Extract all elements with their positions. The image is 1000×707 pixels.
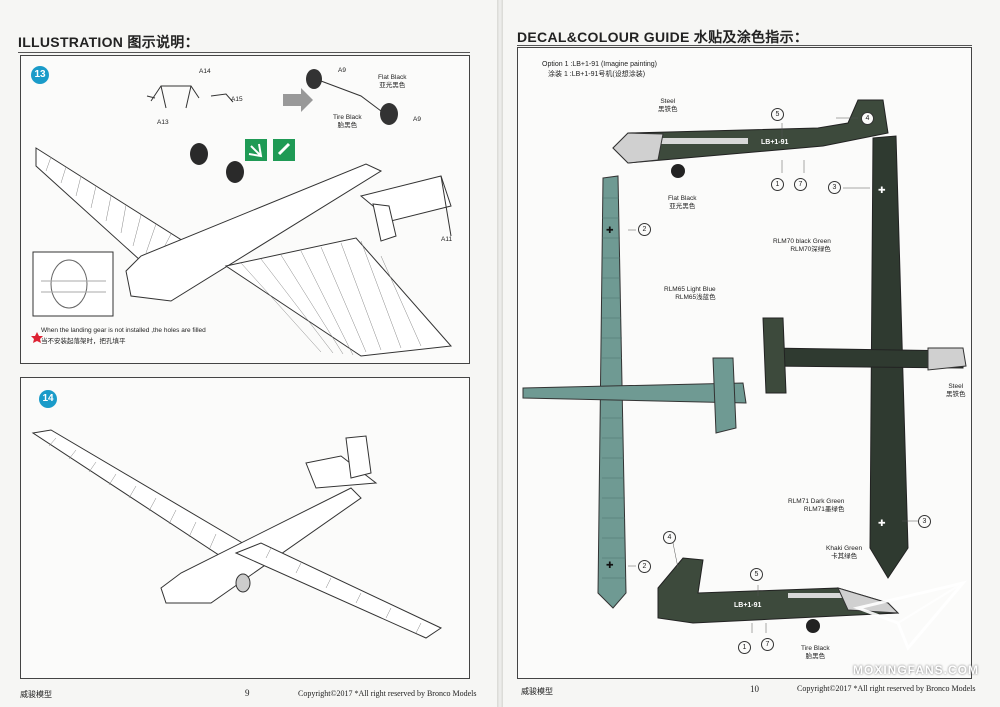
svg-text:✚: ✚ xyxy=(878,518,886,528)
step-14-badge: 14 xyxy=(39,390,57,408)
step-14-drawing xyxy=(31,429,443,639)
left-footer-brand: 威骏模型 xyxy=(20,690,52,699)
step-13-panel: 13 xyxy=(20,55,470,364)
step-13-drawing xyxy=(31,69,453,357)
callout-5-top: 5 xyxy=(771,108,784,121)
page-gutter xyxy=(497,0,503,707)
svg-text:✚: ✚ xyxy=(878,185,886,195)
callout-4-top: 4 xyxy=(861,112,874,125)
right-footer-brand: 威骏模型 xyxy=(521,687,553,696)
callout-7-bottom: 7 xyxy=(761,638,774,651)
right-copyright: Copyright©2017 *All right reserved by Br… xyxy=(797,684,976,693)
left-page-number: 9 xyxy=(245,688,250,698)
landing-gear-note-en: When the landing gear is not installed ,… xyxy=(41,327,206,334)
right-page-number: 10 xyxy=(750,684,759,694)
left-copyright: Copyright©2017 *All right reserved by Br… xyxy=(298,689,477,698)
option-en: Option 1 :LB+1-91 (Imagine painting) xyxy=(542,61,657,68)
step-13-badge: 13 xyxy=(31,66,49,84)
paper-plane-watermark-icon xyxy=(852,580,968,651)
callout-2-top: 2 xyxy=(638,223,651,236)
part-a9-top: A9 xyxy=(338,67,346,74)
illustration-heading: ILLUSTRATION 图示说明： xyxy=(18,34,199,50)
callout-3-top: 3 xyxy=(828,181,841,194)
heading-rule xyxy=(18,52,470,53)
callout-1-bottom: 1 xyxy=(738,641,751,654)
callout-2-bottom: 2 xyxy=(638,560,651,573)
svg-text:✚: ✚ xyxy=(606,225,614,235)
right-page: DECAL&COLOUR GUIDE 水贴及涂色指示： Option 1 :LB… xyxy=(503,0,1000,707)
heading-rule-right xyxy=(517,45,972,46)
part-a15: A15 xyxy=(231,96,243,103)
callout-7-top: 7 xyxy=(794,178,807,191)
callout-4-bottom: 4 xyxy=(663,531,676,544)
left-page: ILLUSTRATION 图示说明： 13 xyxy=(0,0,497,707)
callout-5-bottom: 5 xyxy=(750,568,763,581)
callout-3-bottom: 3 xyxy=(918,515,931,528)
decal-heading: DECAL&COLOUR GUIDE 水贴及涂色指示： xyxy=(517,29,809,45)
part-a14: A14 xyxy=(199,68,211,75)
callout-1-top: 1 xyxy=(771,178,784,191)
part-a9-bottom: A9 xyxy=(413,116,421,123)
registration-top: LB+1-91 xyxy=(761,139,789,146)
svg-text:✚: ✚ xyxy=(606,560,614,570)
decal-drawing: ✚ ✚ ✚ ✚ xyxy=(522,99,967,633)
watermark-text: MOXINGFANS.COM xyxy=(853,663,980,677)
decal-panel: Option 1 :LB+1-91 (Imagine painting) 涂装 … xyxy=(517,47,972,679)
registration-bottom: LB+1-91 xyxy=(734,602,762,609)
step-14-panel: 14 xyxy=(20,377,470,679)
landing-gear-note-cn: 当不安装起落架时，把孔填平 xyxy=(41,338,126,345)
part-a11: A11 xyxy=(441,236,453,243)
part-a13: A13 xyxy=(157,119,169,126)
option-cn: 涂装 1 :LB+1-91号机(设想涂装) xyxy=(548,71,646,78)
